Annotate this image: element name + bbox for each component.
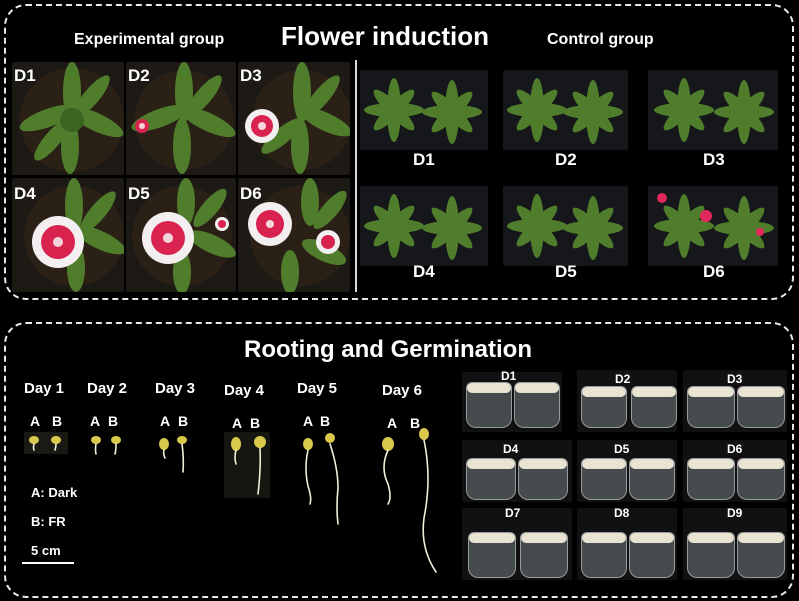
seedling-series <box>24 428 437 573</box>
day-label: Day 5 <box>297 380 338 397</box>
hydro-photo-d9 <box>683 508 787 580</box>
control-day-label: D5 <box>555 262 577 281</box>
hydro-photo-d6 <box>683 440 787 502</box>
hydro-day-label: D6 <box>727 442 743 456</box>
experimental-photo-d6 <box>238 178 350 292</box>
hydro-photo-d5 <box>577 440 677 502</box>
group-divider <box>355 60 357 292</box>
experimental-day-label: D1 <box>14 66 36 85</box>
day-label: Day 3 <box>155 380 196 397</box>
seed-label-a: A <box>232 415 243 431</box>
experimental-day-label: D5 <box>128 184 150 203</box>
hydro-day-label: D5 <box>614 442 630 456</box>
experimental-day-label: D3 <box>240 66 262 85</box>
hydro-photo-d7 <box>462 508 572 580</box>
control-group-label: Control group <box>547 31 654 48</box>
hydro-photo-d3 <box>683 370 787 432</box>
hydro-day-label: D3 <box>727 372 743 386</box>
rooting-germination-title: Rooting and Germination <box>244 336 532 363</box>
hydro-day-label: D2 <box>615 372 631 386</box>
experimental-photo-d4 <box>12 178 124 292</box>
seed-label-a: A <box>30 413 41 429</box>
seed-label-b: B <box>108 413 119 429</box>
control-photo-d3 <box>648 70 778 150</box>
seed-label-a: A <box>160 413 171 429</box>
experimental-photo-d2 <box>126 62 236 175</box>
hydro-day-label: D8 <box>614 506 630 520</box>
scale-bar-label: 5 cm <box>31 543 61 558</box>
experimental-photo-d3 <box>238 62 350 175</box>
seed-label-a: A <box>303 413 314 429</box>
hydro-day-label: D7 <box>505 506 521 520</box>
control-photo-d1 <box>360 70 488 150</box>
experimental-group-label: Experimental group <box>74 31 225 48</box>
hydro-day-label: D4 <box>503 442 519 456</box>
hydro-day-label: D9 <box>727 506 743 520</box>
control-day-label: D4 <box>413 262 435 281</box>
experimental-day-label: D4 <box>14 184 36 203</box>
rooting-germination-panel <box>4 322 794 598</box>
legend-fr: B: FR <box>31 514 66 529</box>
day-label: Day 1 <box>24 380 65 397</box>
experimental-day-label: D6 <box>240 184 262 203</box>
control-photo-d4 <box>360 186 488 266</box>
control-day-label: D6 <box>703 262 725 281</box>
flower-induction-title: Flower induction <box>281 21 489 51</box>
scale-bar <box>22 562 74 564</box>
hydro-photo-d1 <box>462 372 562 432</box>
day-label: Day 4 <box>224 382 265 399</box>
control-photo-d2 <box>503 70 628 150</box>
seed-label-a: A <box>90 413 101 429</box>
day-label: Day 2 <box>87 380 128 397</box>
seed-label-b: B <box>250 415 261 431</box>
experimental-photo-d1 <box>12 62 124 175</box>
control-photo-d6 <box>648 186 778 266</box>
control-day-label: D3 <box>703 150 725 169</box>
legend-dark: A: Dark <box>31 485 78 500</box>
day-label: Day 6 <box>382 382 423 399</box>
experimental-photo-d5 <box>126 178 236 292</box>
seed-label-b: B <box>410 415 421 431</box>
experimental-day-label: D2 <box>128 66 150 85</box>
hydro-day-label: D1 <box>501 369 517 383</box>
control-day-label: D1 <box>413 150 435 169</box>
seed-label-a: A <box>387 415 398 431</box>
hydro-photo-d4 <box>462 440 572 502</box>
flower-induction-panel <box>4 4 794 300</box>
hydro-photo-d2 <box>577 370 677 432</box>
seed-label-b: B <box>320 413 331 429</box>
control-day-label: D2 <box>555 150 577 169</box>
seed-label-b: B <box>52 413 63 429</box>
seed-label-b: B <box>178 413 189 429</box>
control-photo-d5 <box>503 186 628 266</box>
hydro-photo-d8 <box>577 508 677 580</box>
